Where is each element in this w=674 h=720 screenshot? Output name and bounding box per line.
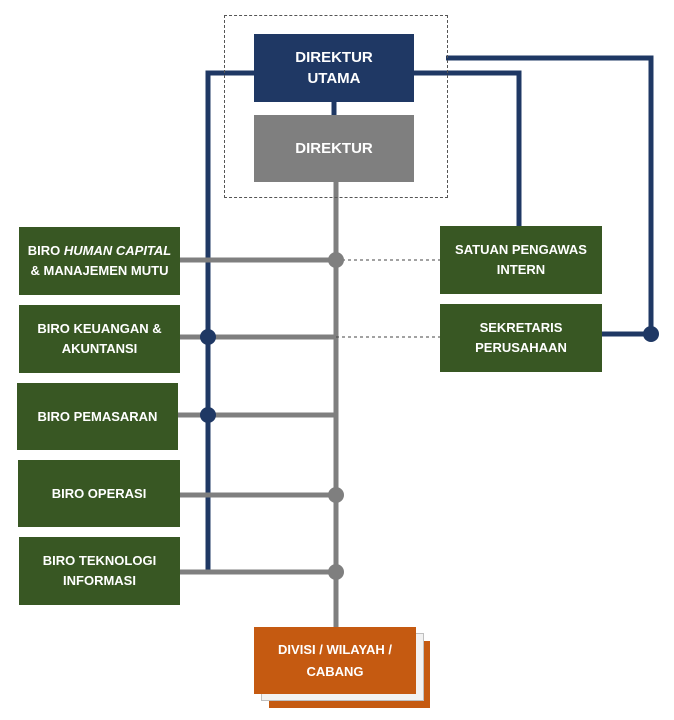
direktur-utama-label: DIREKTUR UTAMA bbox=[295, 49, 373, 87]
junction-dot bbox=[200, 329, 216, 345]
biro-ti-label: BIRO TEKNOLOGI INFORMASI bbox=[42, 553, 157, 588]
biro-hc-text-italic: HUMAN CAPITAL bbox=[63, 243, 172, 258]
dashed-connectors bbox=[336, 259, 440, 338]
divisi-wilayah-cabang-box: DIVISI / WILAYAH / CABANG bbox=[254, 627, 416, 694]
navy-line-spi bbox=[414, 70, 522, 227]
biro-keuangan-box: BIRO KEUANGAN & AKUNTANSI bbox=[19, 305, 180, 373]
biro-hc-text-2: & MANAJEMEN MUTU bbox=[30, 263, 169, 278]
biro-pemasaran-label: BIRO PEMASARAN bbox=[37, 408, 158, 424]
biro-teknologi-informasi-box: BIRO TEKNOLOGI INFORMASI bbox=[19, 537, 180, 605]
biro-human-capital-box: BIRO HUMAN CAPITAL & MANAJEMEN MUTU bbox=[19, 227, 180, 295]
biro-hc-text-1: BIRO bbox=[27, 243, 64, 258]
junction-dot bbox=[200, 407, 216, 423]
junction-dots bbox=[200, 252, 659, 580]
satuan-pengawas-intern-box: SATUAN PENGAWAS INTERN bbox=[440, 226, 602, 294]
grey-connectors bbox=[178, 182, 339, 628]
navy-line-sekretaris bbox=[446, 55, 654, 337]
directors-group-outline bbox=[224, 15, 448, 198]
junction-dot bbox=[328, 487, 344, 503]
biro-keuangan-label: BIRO KEUANGAN & AKUNTANSI bbox=[37, 321, 162, 356]
direktur-box: DIREKTUR bbox=[254, 115, 414, 182]
sekretaris-perusahaan-box: SEKRETARIS PERUSAHAAN bbox=[440, 304, 602, 372]
sekretaris-label: SEKRETARIS PERUSAHAAN bbox=[475, 320, 567, 355]
direktur-utama-box: DIREKTUR UTAMA bbox=[254, 34, 414, 102]
biro-operasi-box: BIRO OPERASI bbox=[18, 460, 180, 527]
junction-dot bbox=[328, 564, 344, 580]
divisi-label: DIVISI / WILAYAH / CABANG bbox=[278, 641, 392, 679]
direktur-label: DIREKTUR bbox=[295, 140, 373, 157]
junction-dot bbox=[328, 252, 344, 268]
satuan-pengawas-label: SATUAN PENGAWAS INTERN bbox=[455, 242, 587, 277]
biro-human-capital-label: BIRO HUMAN CAPITAL & MANAJEMEN MUTU bbox=[25, 241, 174, 281]
junction-dot bbox=[643, 326, 659, 342]
biro-operasi-label: BIRO OPERASI bbox=[51, 485, 147, 501]
biro-pemasaran-box: BIRO PEMASARAN bbox=[17, 383, 178, 450]
